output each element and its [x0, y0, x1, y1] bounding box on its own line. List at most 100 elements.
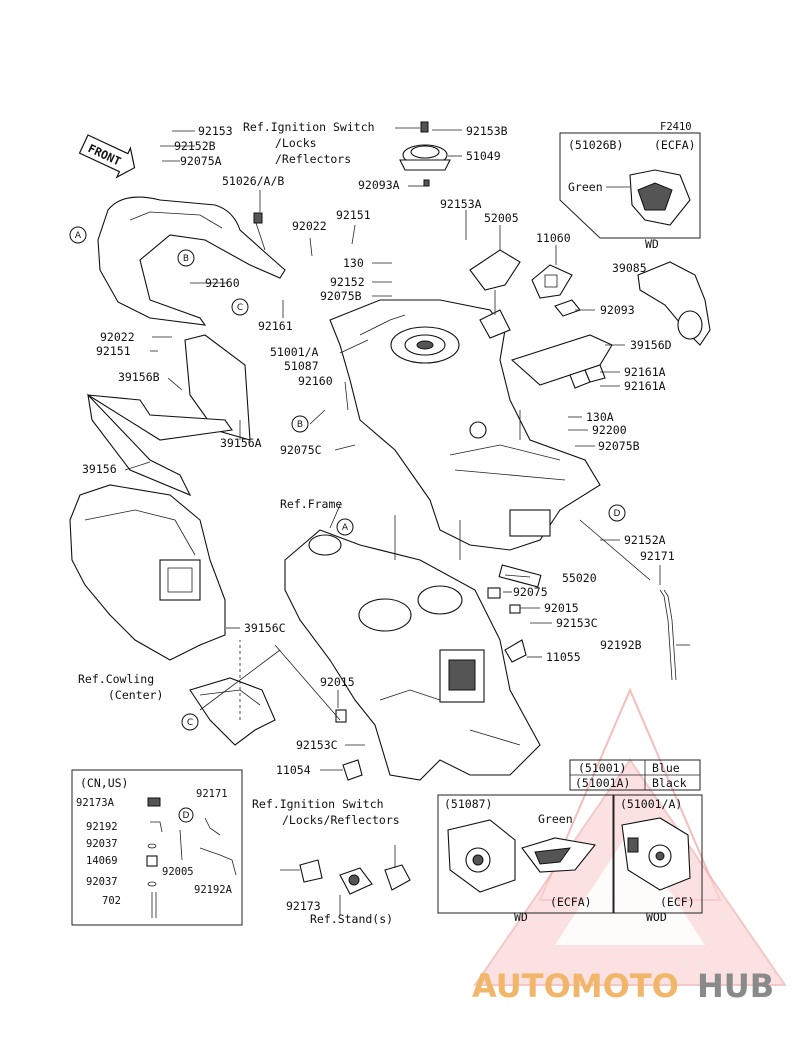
svg-text:92161: 92161: [258, 319, 293, 333]
svg-text:A: A: [342, 523, 349, 533]
svg-text:39156C: 39156C: [244, 621, 286, 635]
svg-text:130: 130: [343, 256, 364, 270]
svg-text:92037: 92037: [86, 876, 118, 888]
svg-text:92075: 92075: [513, 585, 548, 599]
svg-text:WD: WD: [514, 910, 528, 924]
frame-part: [284, 529, 541, 781]
svg-text:51001/A: 51001/A: [270, 345, 319, 359]
svg-text:55020: 55020: [562, 571, 597, 585]
svg-text:39156: 39156: [82, 462, 117, 476]
svg-text:92015: 92015: [320, 675, 355, 689]
callout-B-1: B: [177, 249, 195, 267]
svg-text:D: D: [614, 509, 621, 519]
svg-text:92200: 92200: [592, 423, 627, 437]
svg-text:B: B: [183, 254, 189, 264]
svg-text:92151: 92151: [336, 208, 371, 222]
lower-cover-part: [69, 484, 226, 661]
svg-text:92160: 92160: [298, 374, 333, 388]
ref-ignition-bottom: Ref.Ignition Switch /Locks/Reflectors: [252, 797, 400, 827]
svg-text:702: 702: [102, 895, 121, 907]
ref-frame: Ref.Frame: [280, 497, 342, 511]
svg-text:92153B: 92153B: [466, 124, 508, 138]
svg-text:11055: 11055: [546, 650, 581, 664]
svg-text:92160: 92160: [205, 276, 240, 290]
svg-text:D: D: [183, 811, 190, 821]
hose-part: [659, 589, 677, 681]
callout-A-2: A: [336, 518, 354, 536]
svg-text:92075B: 92075B: [320, 289, 362, 303]
svg-text:Black: Black: [652, 776, 687, 790]
part-labels: 92153 92152B 92075A 51026/A/B 92022 9215…: [82, 124, 675, 913]
side-panel-parts: [87, 334, 251, 497]
svg-text:92192B: 92192B: [600, 638, 642, 652]
svg-text:92152A: 92152A: [624, 533, 666, 547]
leader-lines: [124, 127, 690, 771]
svg-text:92075B: 92075B: [598, 439, 640, 453]
center-cowling-part: [189, 677, 276, 746]
svg-text:(51026B): (51026B): [568, 138, 623, 152]
fuel-pump-part: [469, 249, 573, 339]
svg-text:92161A: 92161A: [624, 365, 666, 379]
svg-text:92093: 92093: [600, 303, 635, 317]
front-arrow-icon: FRONT: [78, 134, 136, 179]
svg-text:WD: WD: [645, 237, 659, 251]
svg-text:92037: 92037: [86, 838, 118, 850]
svg-text:92153C: 92153C: [296, 738, 338, 752]
svg-text:92022: 92022: [100, 330, 135, 344]
ref-stand: Ref.Stand(s): [310, 912, 393, 926]
svg-text:92015: 92015: [544, 601, 579, 615]
svg-text:92152: 92152: [330, 275, 365, 289]
svg-text:92022: 92022: [292, 219, 327, 233]
inset-51087: (51087) Green (ECFA) WD: [437, 794, 614, 924]
svg-text:92153A: 92153A: [440, 197, 482, 211]
ref-ignition-top: Ref.Ignition Switch /Locks /Reflectors: [243, 120, 375, 166]
svg-text:(Center): (Center): [108, 688, 163, 702]
color-table: (51001) Blue (51001A) Black: [569, 759, 701, 791]
svg-text:/Locks: /Locks: [275, 136, 317, 150]
svg-text:Ref.Ignition Switch: Ref.Ignition Switch: [252, 797, 384, 811]
svg-text:(ECFA): (ECFA): [654, 138, 696, 152]
svg-text:(ECFA): (ECFA): [550, 895, 592, 909]
svg-text:92171: 92171: [640, 549, 675, 563]
svg-text:(51001A): (51001A): [575, 776, 630, 790]
svg-text:/Reflectors: /Reflectors: [275, 152, 351, 166]
svg-text:92151: 92151: [96, 344, 131, 358]
side-cover-part: [97, 196, 286, 326]
svg-text:(ECF): (ECF): [660, 895, 695, 909]
svg-text:(51001): (51001): [578, 761, 626, 775]
svg-text:14069: 14069: [86, 855, 118, 867]
callout-D-1: D: [608, 504, 626, 522]
svg-text:Ref.Ignition Switch: Ref.Ignition Switch: [243, 120, 375, 134]
svg-text:92192: 92192: [86, 821, 118, 833]
fuel-tank-part: [329, 299, 601, 551]
svg-text:92075C: 92075C: [280, 443, 322, 457]
svg-text:/Locks/Reflectors: /Locks/Reflectors: [282, 813, 400, 827]
svg-text:92173: 92173: [286, 899, 321, 913]
svg-text:A: A: [75, 231, 82, 241]
svg-text:92171: 92171: [196, 788, 228, 800]
svg-text:B: B: [297, 420, 303, 430]
svg-text:(CN,US): (CN,US): [80, 776, 128, 790]
svg-text:C: C: [237, 303, 243, 313]
svg-text:(51087): (51087): [444, 797, 492, 811]
svg-text:39156B: 39156B: [118, 370, 160, 384]
svg-text:WOD: WOD: [646, 910, 667, 924]
svg-text:92173A: 92173A: [76, 797, 115, 809]
callout-C-1: C: [231, 298, 249, 316]
svg-text:130A: 130A: [586, 410, 614, 424]
svg-text:AUTOMOTO: AUTOMOTO: [472, 967, 679, 1005]
svg-text:Ref.Cowling: Ref.Cowling: [78, 672, 154, 686]
svg-text:11054: 11054: [276, 763, 311, 777]
svg-text:92152B: 92152B: [174, 139, 216, 153]
svg-text:39156D: 39156D: [630, 338, 672, 352]
svg-text:Green: Green: [568, 180, 603, 194]
svg-text:39085: 39085: [612, 261, 647, 275]
svg-text:Green: Green: [538, 812, 573, 826]
svg-text:92153: 92153: [198, 124, 233, 138]
svg-text:92093A: 92093A: [358, 178, 400, 192]
callout-B-2: B: [291, 415, 309, 433]
ref-cowling: Ref.Cowling (Center): [78, 672, 163, 702]
svg-text:52005: 52005: [484, 211, 519, 225]
svg-text:92192A: 92192A: [194, 884, 233, 896]
